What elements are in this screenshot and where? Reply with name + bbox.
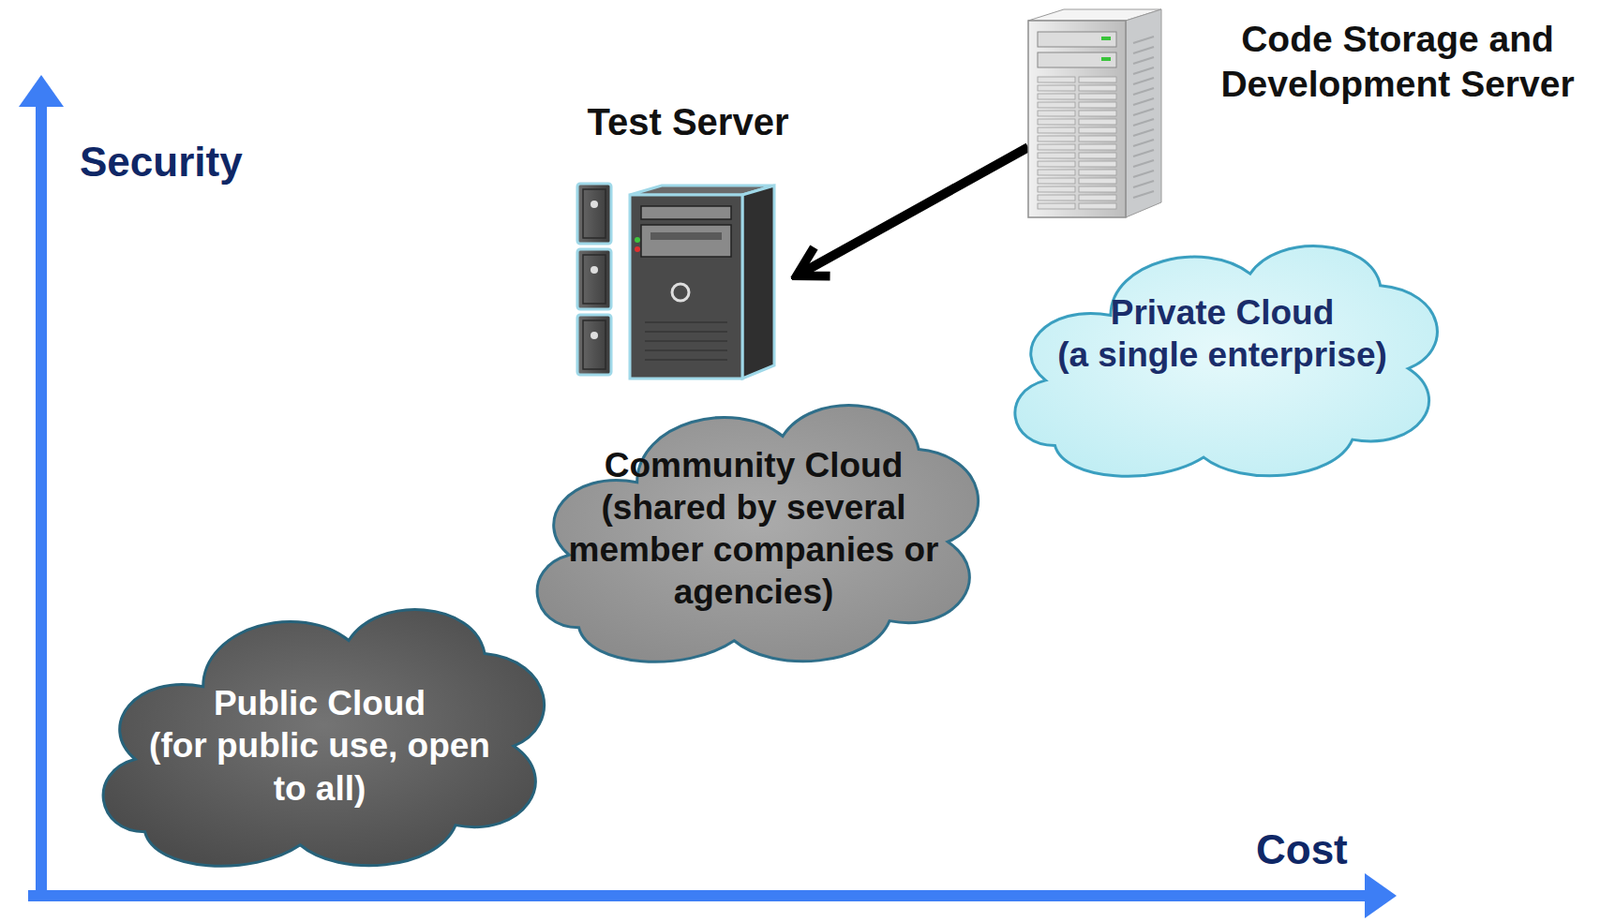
server-icon	[1020, 3, 1169, 220]
axis-label: Cost	[1256, 826, 1348, 874]
axis-label: Security	[79, 138, 243, 186]
cloud-shape	[537, 405, 978, 663]
cloud-title: Community Cloud	[604, 444, 904, 487]
axis-arrowhead	[1364, 873, 1397, 919]
security-axis	[35, 101, 47, 898]
cloud-node: Private Cloud(a single enterprise)	[989, 196, 1455, 494]
flow-arrow	[798, 147, 1029, 275]
cloud-title: Private Cloud	[1110, 291, 1335, 334]
cloud-description: (a single enterprise)	[1057, 333, 1388, 376]
server-icon	[571, 181, 780, 381]
cloud-shape	[103, 610, 544, 868]
cost-axis	[28, 890, 1369, 902]
cloud-title: Public Cloud	[213, 682, 426, 725]
cloud-description: (for public use, open to all)	[146, 724, 494, 809]
cloud-node: Public Cloud(for public use, open to all…	[76, 554, 563, 885]
cloud-description: (shared by several member companies or a…	[542, 486, 965, 614]
server-node: Code Storage and Development Server	[1020, 3, 1595, 222]
server-label: Test Server	[587, 99, 790, 146]
server-node: Test Server	[562, 99, 814, 392]
axis-arrowhead	[18, 74, 64, 107]
cloud-shape	[1015, 246, 1437, 478]
server-label: Code Storage and Development Server	[1204, 16, 1591, 106]
cloud-node: Community Cloud(shared by several member…	[510, 350, 997, 681]
